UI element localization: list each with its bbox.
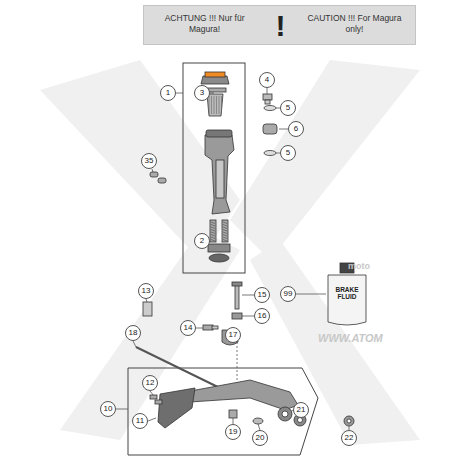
callout-circle: 10: [100, 401, 116, 417]
warning-text: CAUTION !!! For Magura only!: [300, 13, 409, 34]
callout-number: 11: [136, 417, 144, 425]
callout-circle: 19: [225, 424, 241, 440]
callout-number: 10: [104, 405, 113, 413]
callout-number: 15: [258, 291, 267, 299]
callout-circle: 22: [341, 430, 357, 446]
callout-number: 99: [284, 290, 293, 298]
callout-number: 12: [146, 379, 155, 387]
callout-circle: 18: [125, 325, 141, 341]
warning-text: !: [276, 11, 286, 41]
callout-number: 17: [229, 331, 238, 339]
callout-number: 14: [184, 324, 193, 332]
callout-circle: 1: [160, 85, 176, 101]
callout-circle: 35: [141, 153, 157, 169]
callout-circle: 15: [254, 287, 270, 303]
callout-number: 16: [258, 312, 267, 320]
callout-number: 35: [145, 157, 154, 165]
callout-number: 4: [265, 76, 269, 84]
callout-circle: 3: [194, 85, 210, 101]
callout-number: 1: [166, 89, 170, 97]
callout-number: 5: [286, 149, 290, 157]
warning-banner: ACHTUNG !!! Nur für Magura!! CAUTION !!! …: [143, 5, 416, 45]
callout-number: 13: [142, 287, 151, 295]
callout-circle: 12: [142, 375, 158, 391]
callout-number: 22: [345, 434, 354, 442]
callout-number: 3: [200, 89, 204, 97]
callout-circle: 4: [259, 72, 275, 88]
watermark-text: moto: [348, 262, 370, 271]
callout-circle: 20: [252, 430, 268, 446]
callout-number: 5: [286, 104, 290, 112]
callout-number: 18: [129, 329, 138, 337]
callout-number: 21: [297, 406, 306, 414]
warning-text: ACHTUNG !!! Nur für Magura!: [150, 13, 259, 34]
callout-circle: 21: [293, 402, 309, 418]
watermark-text: WWW.ATOM: [318, 333, 383, 344]
bottle-label: BRAKE FLUID: [332, 286, 362, 301]
callout-number: 6: [294, 125, 298, 133]
callout-number: 19: [229, 428, 238, 436]
callout-circle: 5: [280, 145, 296, 161]
callout-circle: 6: [288, 121, 304, 137]
callout-number: 2: [200, 237, 204, 245]
callout-circle: 99: [280, 286, 296, 302]
callout-circle: 17: [225, 327, 241, 343]
callout-number: 20: [256, 434, 265, 442]
callout-circle: 16: [254, 308, 270, 324]
callout-circle: 11: [132, 413, 148, 429]
callout-circle: 14: [180, 320, 196, 336]
callout-circle: 13: [138, 283, 154, 299]
callout-circle: 2: [194, 233, 210, 249]
callout-circle: 5: [280, 100, 296, 116]
